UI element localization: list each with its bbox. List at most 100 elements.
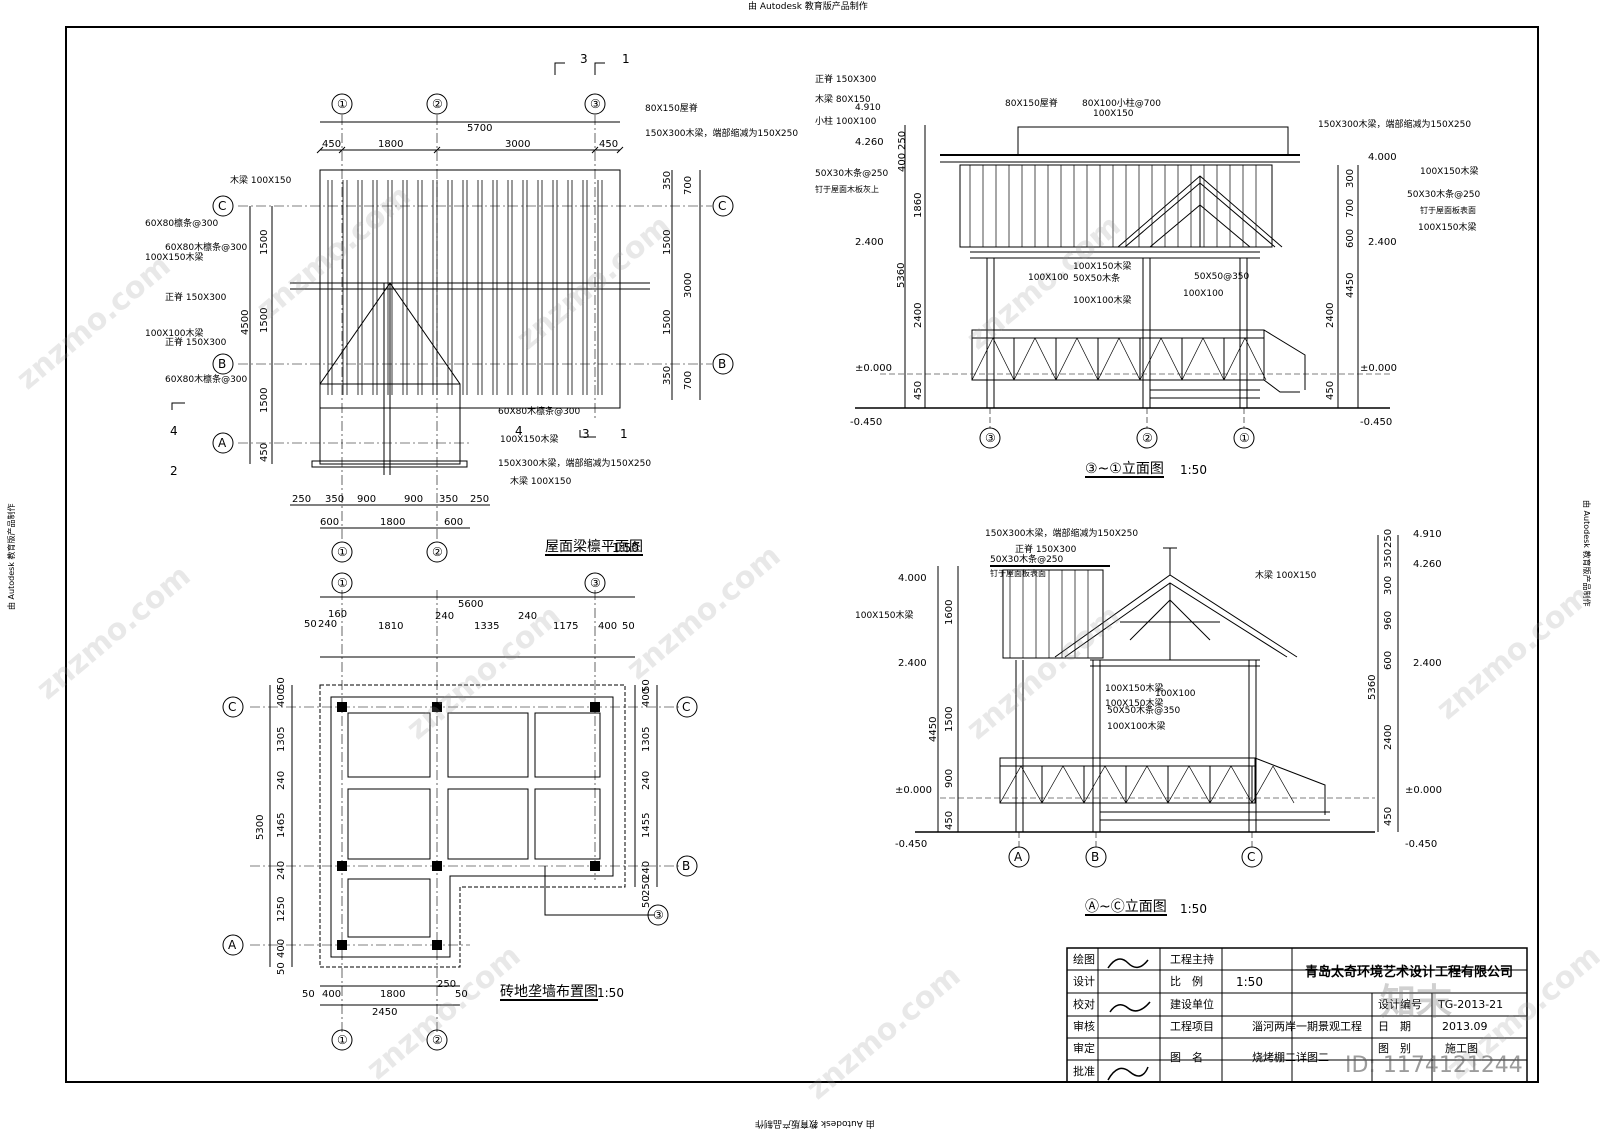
foundation-plan [250,590,680,1035]
level: 2.400 [1368,237,1397,248]
note: 正脊 150X300 [165,338,227,348]
note: 100X100木梁 [1073,296,1132,306]
dim: 1500 [662,309,673,335]
level: -0.450 [1360,417,1393,428]
dim: 600 [320,517,340,528]
tb-date: 2013.09 [1442,1020,1488,1033]
roof-plan-scale: 1:50 [612,541,639,555]
section-mark: 2 [170,464,178,478]
note: 60X80木檩条@300 [165,243,248,253]
axis-label: B [718,357,727,371]
dim: 5600 [458,599,484,610]
note: 100X150木梁 [1105,684,1164,694]
level: ±0.000 [855,363,893,374]
elev2-scale: 1:50 [1180,902,1207,916]
axis-bubble [222,696,244,718]
note: 60X80木檩条@300 [498,407,581,417]
dim: 1800 [380,517,406,528]
dim: 50 [304,619,317,630]
axis-label: ② [432,97,443,111]
axis-label: B [682,859,691,873]
dim: 250 [641,876,652,896]
dim: 1175 [553,621,579,632]
axis-label: ② [1142,431,1153,445]
dim: 400 [897,152,908,172]
note: 150X300木梁，端部缩减为150X250 [1318,120,1472,130]
axis-bubble [212,432,234,454]
note: 100X100 [1155,689,1196,699]
dim: 350 [662,365,673,385]
dim: 5360 [896,262,907,288]
brand-logo: 知末 [1380,982,1453,1023]
axis-bubble [331,572,353,594]
level: 4.260 [855,137,884,148]
note: 50X50木条 [1073,274,1121,284]
section-mark: 3 [580,52,588,66]
note: 100X150木梁 [1105,699,1164,709]
dim: 160 [328,609,348,620]
dim: 900 [404,494,424,505]
dim: 1305 [276,726,287,752]
dim: 400 [276,938,287,958]
note: 80X150屋脊 [1005,99,1058,109]
level: 4.910 [1413,529,1442,540]
dim: 2400 [1383,724,1394,750]
note: 100X150木梁 [1420,167,1479,177]
axis-bubble [222,934,244,956]
dim: 900 [357,494,377,505]
axis-label: ① [337,1033,348,1047]
foundation-scale: 1:50 [597,986,624,1000]
dim: 5360 [1367,674,1378,700]
axis-label: ① [1239,431,1250,445]
note: 50X30木条@250 [1407,190,1481,200]
bottom-notice: 由 Autodesk 教育版产品制作 [755,1118,875,1128]
dim: 240 [518,611,538,622]
section-mark: 4 [170,424,178,438]
note: 50X50木条@350 [1107,706,1181,716]
axis-bubble [331,1029,353,1051]
dim: 4500 [240,309,251,335]
dim: 350 [439,494,459,505]
axis-label: A [1014,850,1023,864]
level: -0.450 [1405,839,1438,850]
section-mark: 1 [622,52,630,66]
note: 60X80檩条@300 [145,219,219,229]
axis-bubble [979,427,1001,449]
elev2-title: Ⓐ~Ⓒ立面图 [1085,899,1167,916]
elevation-2 [915,535,1399,850]
tb-key3: 日 期 [1378,1020,1411,1033]
tb-scale: 1:50 [1236,975,1263,989]
tb-key: 设计 [1073,975,1095,988]
tb-key2: 工程项目 [1170,1020,1214,1033]
note: 木梁 100X150 [510,477,572,487]
note: 100X150木梁 [855,611,914,621]
tb-project: 淄河两岸一期景观工程 [1252,1020,1362,1033]
axis-label: C [682,700,691,714]
note: 钉于屋面板表面 [990,569,1046,578]
axis-bubble [584,93,606,115]
axis-bubble [676,855,698,877]
level: 4.000 [898,573,927,584]
axis-bubble [1085,846,1107,868]
axis-bubble [676,696,698,718]
axis-bubble [1241,846,1263,868]
dim: 350 [1383,548,1394,568]
dim: 450 [1383,806,1394,826]
title-block-frame [1066,947,1528,1083]
tb-key2: 建设单位 [1170,998,1214,1011]
dim: 600 [444,517,464,528]
axis-label: ③ [653,908,664,922]
note: 正脊 150X300 [815,75,877,85]
tb-key: 审核 [1073,1020,1095,1033]
section-mark: 1 [620,427,628,441]
note: 50X50@350 [1194,272,1250,282]
dim: 700 [1345,198,1356,218]
axis-label: B [1091,850,1100,864]
dim: 2450 [372,1007,398,1018]
note: 80X100小柱@700 [1082,99,1161,109]
note: 80X150屋脊 [645,104,698,114]
axis-bubble [584,572,606,594]
level: -0.450 [895,839,928,850]
dim: 5700 [467,123,493,134]
dim: 600 [1383,650,1394,670]
